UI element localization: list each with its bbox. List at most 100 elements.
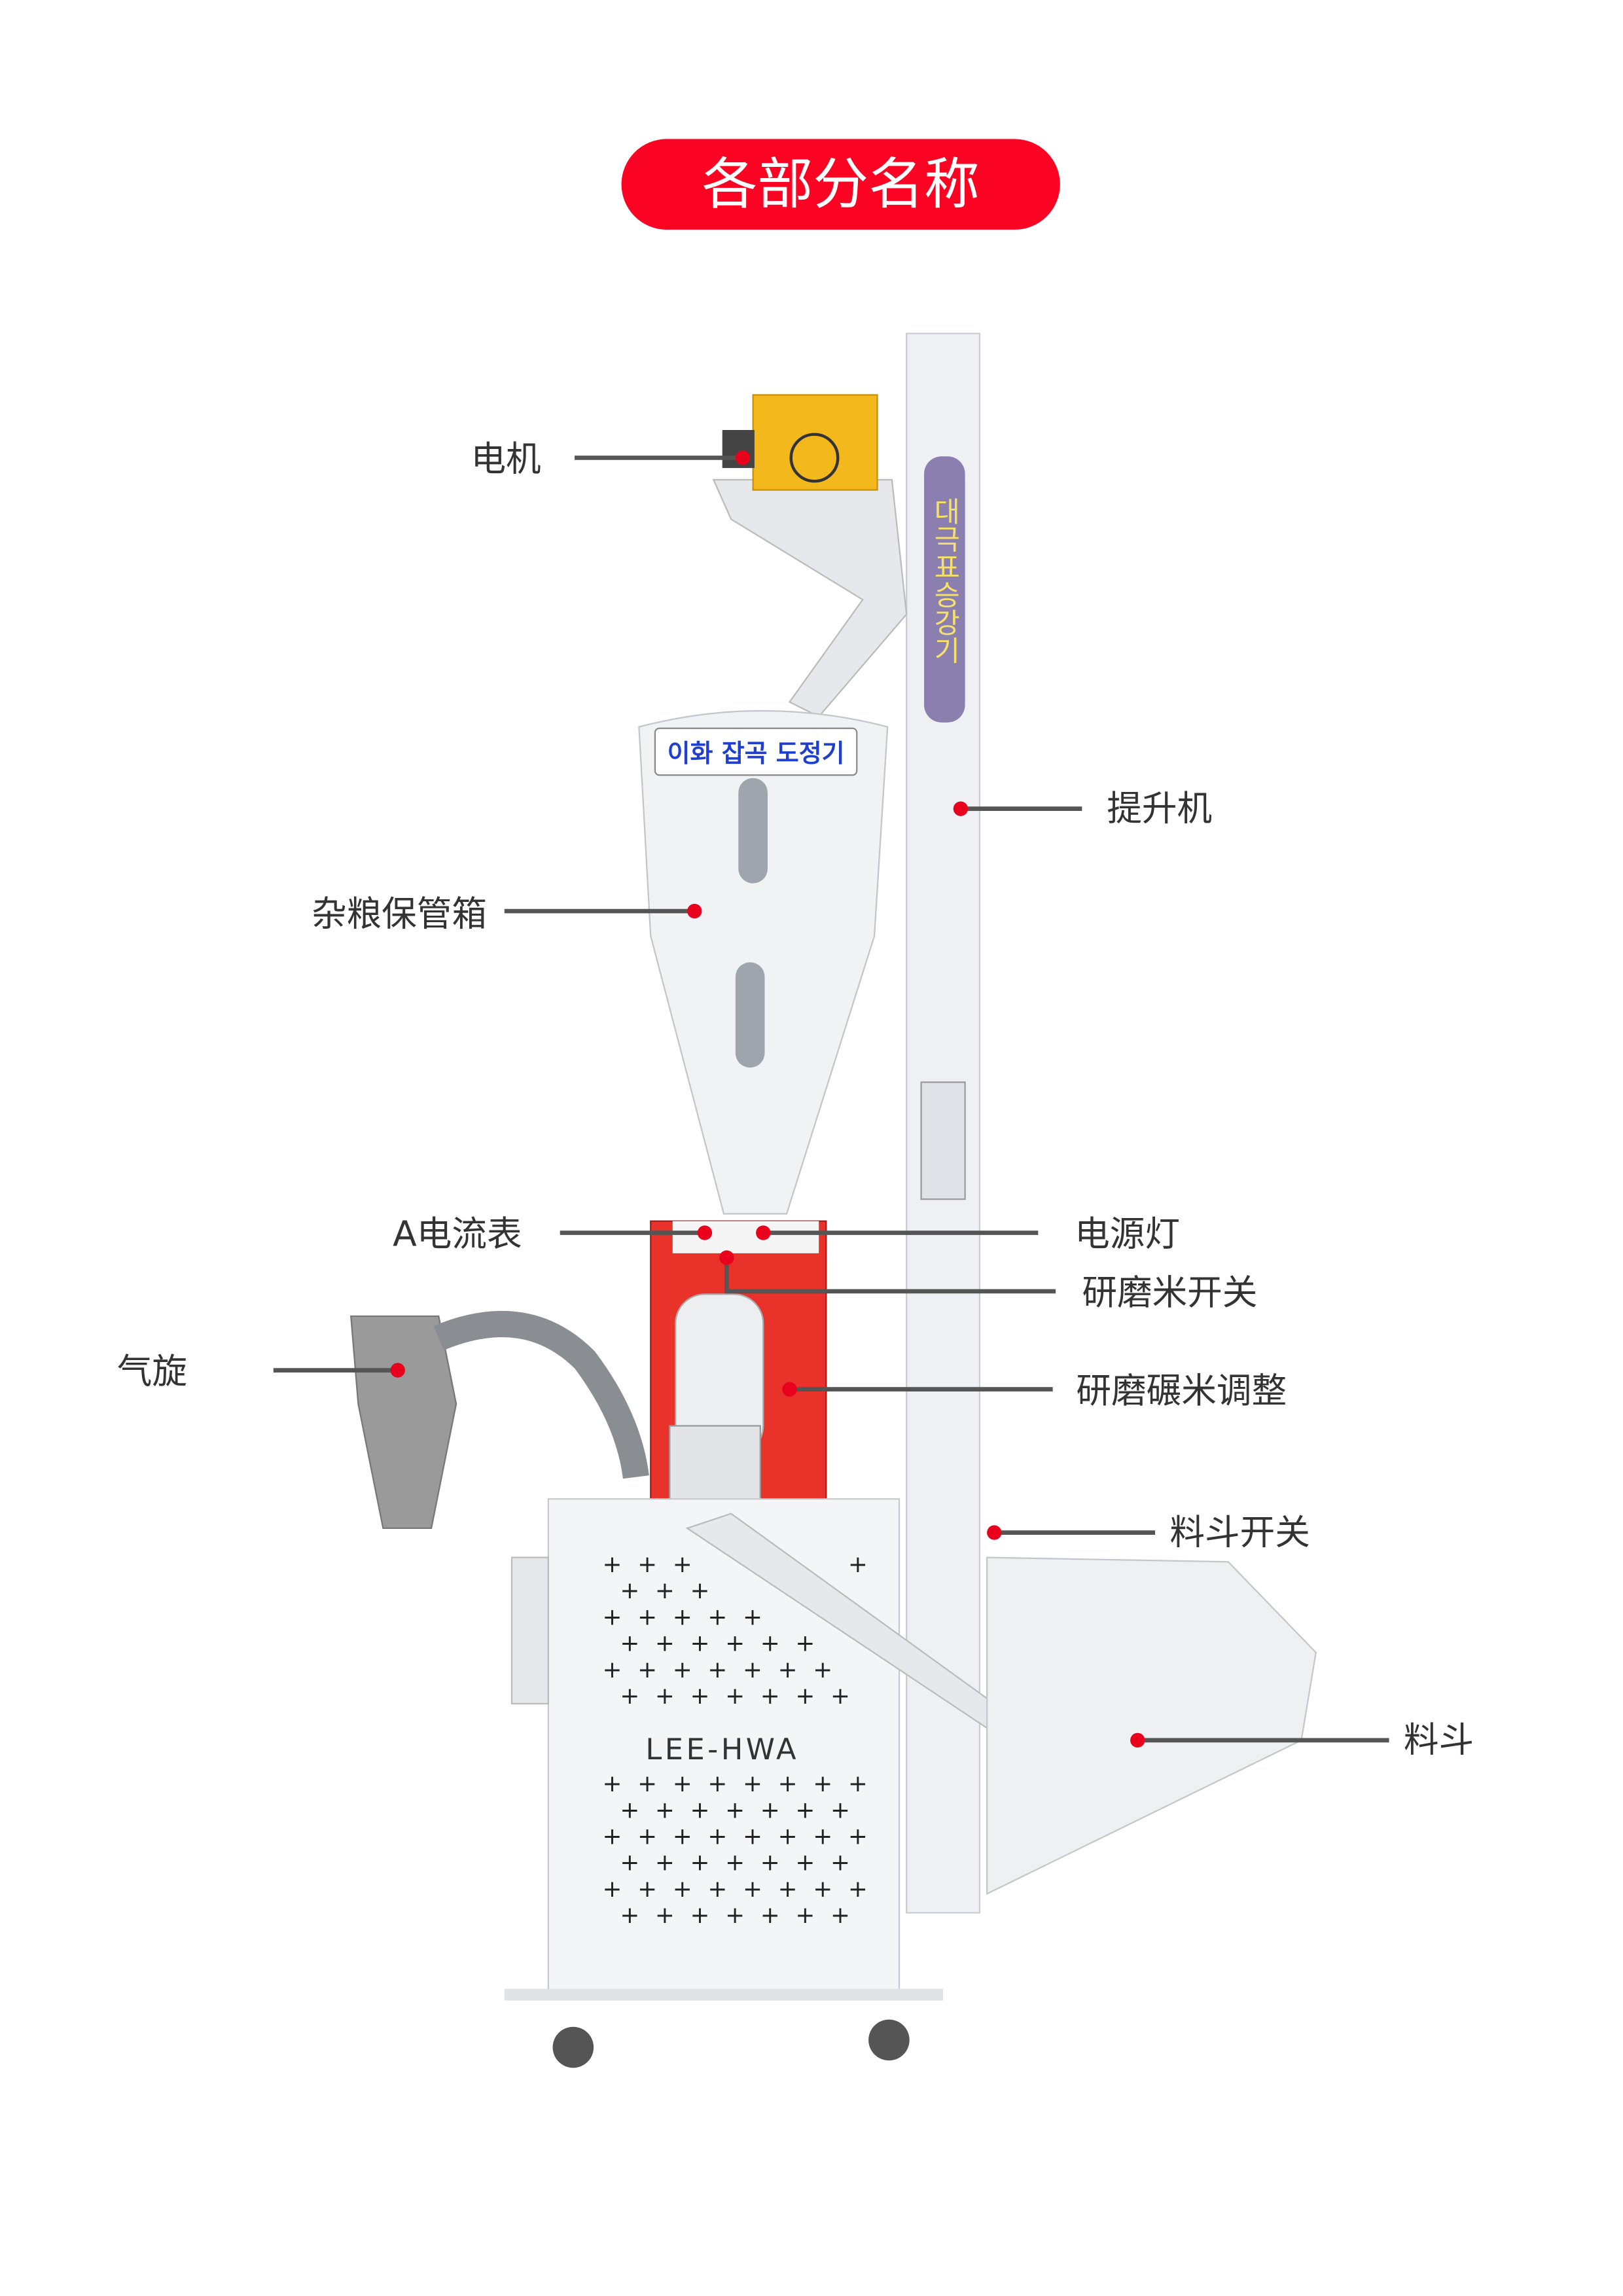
vent-hole: + [655, 1683, 675, 1710]
vent-hole: + [673, 1657, 692, 1683]
callout-dot [782, 1382, 797, 1397]
callout-dot [719, 1250, 734, 1265]
vent-hole: + [830, 1797, 850, 1823]
vent-hole: + [637, 1657, 657, 1683]
wheel-right [868, 2019, 910, 2061]
callout-dot [1130, 1732, 1145, 1748]
cyclone-hose [433, 1310, 649, 1479]
title-badge: 各部分名称 [621, 139, 1060, 230]
vent-hole: + [743, 1876, 762, 1903]
callout-dot [687, 903, 702, 919]
vent-hole: + [637, 1551, 657, 1578]
vent-hole: + [848, 1551, 868, 1578]
cyclone-body [350, 1315, 457, 1530]
vent-hole: + [813, 1823, 832, 1850]
vent-hole: + [690, 1683, 710, 1710]
label-grinding-adjust: 研磨碾米调整 [1076, 1370, 1287, 1411]
base-cabinet [547, 1498, 901, 1997]
elevator-sign-plate [924, 456, 965, 723]
vent-hole: + [778, 1657, 798, 1683]
vent-hole: + [637, 1604, 657, 1630]
vent-hole: + [795, 1683, 815, 1710]
vent-hole: + [620, 1683, 639, 1710]
callout-dot [390, 1363, 405, 1378]
callout-power-light: 电源灯 [756, 1213, 1180, 1255]
callout-dot [756, 1225, 771, 1240]
vent-hole: + [673, 1551, 692, 1578]
label-storage-box: 杂粮保管箱 [312, 893, 487, 934]
callout-dot [735, 450, 751, 465]
page-title: 各部分名称 [702, 152, 979, 217]
callout-motor: 电机 [471, 439, 751, 480]
vent-hole: + [725, 1797, 745, 1823]
vent-hole: + [725, 1902, 745, 1929]
vent-hole: + [743, 1657, 762, 1683]
vent-hole: + [778, 1770, 798, 1797]
callout-dot [697, 1225, 713, 1240]
callout-cyclone: 气旋 [117, 1351, 405, 1392]
hopper-sign: 이화 잡곡 도정기 [668, 739, 845, 768]
vent-hole: + [848, 1770, 868, 1797]
vent-hole: + [655, 1902, 675, 1929]
vent-hole: + [620, 1577, 639, 1604]
vent-hole: + [760, 1797, 780, 1823]
vent-hole: + [673, 1823, 692, 1850]
hopper-window-lower [735, 962, 765, 1068]
vent-hole: + [795, 1797, 815, 1823]
hopper-window-upper [738, 778, 768, 884]
vent-hole: + [690, 1850, 710, 1876]
vent-hole: + [743, 1770, 762, 1797]
callout-hopper: 料斗 [1130, 1719, 1474, 1761]
vent-hole: + [603, 1551, 622, 1578]
vent-hole: + [760, 1902, 780, 1929]
vent-hole: + [655, 1630, 675, 1657]
vent-hole: + [603, 1657, 622, 1683]
label-power-light: 电源灯 [1075, 1213, 1180, 1255]
vent-hole: + [795, 1902, 815, 1929]
vent-hole: + [795, 1850, 815, 1876]
motor-body [752, 394, 878, 491]
vent-hole: + [725, 1850, 745, 1876]
vent-hole: + [760, 1630, 780, 1657]
vent-hole: + [690, 1630, 710, 1657]
vent-hole: + [813, 1770, 832, 1797]
elevator-sign: 대극표승강기 [929, 497, 961, 664]
label-cyclone: 气旋 [117, 1351, 187, 1392]
vent-hole: + [690, 1797, 710, 1823]
callout-hopper-switch: 料斗开关 [987, 1511, 1310, 1552]
vent-hole: + [830, 1850, 850, 1876]
vent-hole: + [603, 1823, 622, 1850]
callout-dot [987, 1525, 1002, 1540]
storage-hopper-body [638, 709, 889, 1215]
vent-hole: + [603, 1770, 622, 1797]
vent-hole: + [673, 1876, 692, 1903]
vent-hole: + [778, 1823, 798, 1850]
elevator-window [920, 1081, 966, 1200]
vent-hole: + [655, 1797, 675, 1823]
vent-holes: ++++++++++++++++++++++++++++++++++++++++… [603, 1551, 868, 1929]
vent-hole: + [813, 1876, 832, 1903]
motor-fan-icon [789, 433, 840, 483]
label-hopper-switch: 料斗开关 [1169, 1511, 1310, 1552]
callout-storage-box: 杂粮保管箱 [312, 893, 702, 934]
callout-grinding-adjust: 研磨碾米调整 [782, 1370, 1287, 1411]
vent-hole: + [760, 1850, 780, 1876]
callout-grinding-switch: 研磨米开关 [719, 1250, 1257, 1313]
vent-hole: + [603, 1876, 622, 1903]
vent-hole: + [620, 1850, 639, 1876]
vent-hole: + [795, 1630, 815, 1657]
vent-hole: + [655, 1577, 675, 1604]
vent-hole: + [690, 1902, 710, 1929]
vent-hole: + [690, 1577, 710, 1604]
motor-bracket [712, 478, 908, 718]
control-panel [672, 1221, 819, 1253]
vent-hole: + [620, 1797, 639, 1823]
vent-hole: + [743, 1823, 762, 1850]
hopper-sign-plate [654, 727, 858, 776]
vent-hole: + [620, 1902, 639, 1929]
vent-hole: + [603, 1604, 622, 1630]
vent-hole: + [655, 1850, 675, 1876]
wheel-left [552, 2026, 594, 2068]
label-hopper: 料斗 [1404, 1719, 1474, 1761]
